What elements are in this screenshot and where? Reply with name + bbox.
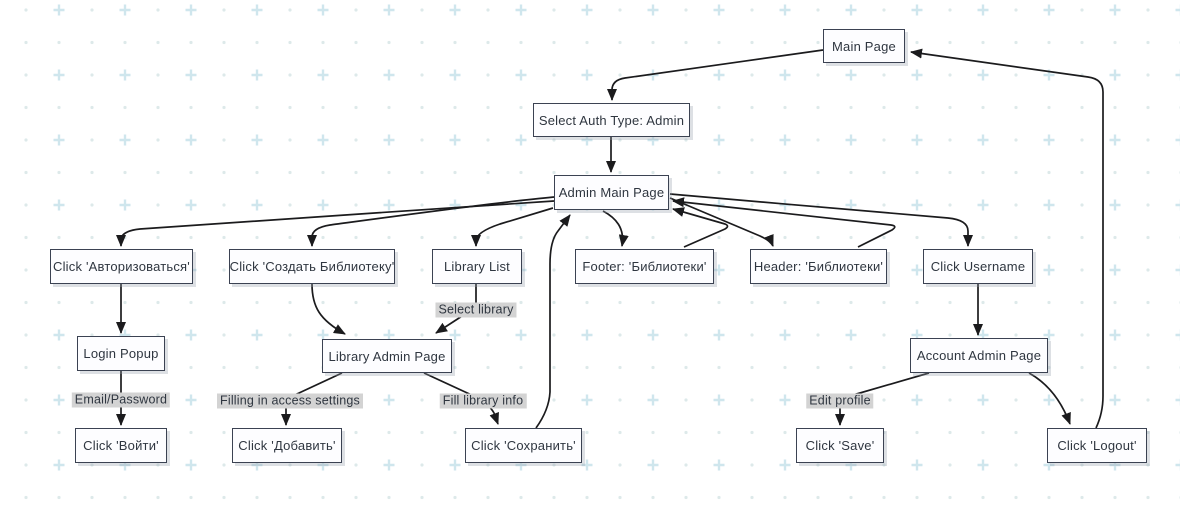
node-click-sohranit: Click 'Сохранить'	[465, 428, 582, 463]
edge-label-fill-library-info: Fill library info	[439, 393, 527, 409]
node-click-dobavit: Click 'Добавить'	[232, 428, 342, 463]
edge-header-to-admin-main	[672, 197, 896, 248]
node-footer-libraries: Footer: 'Библиотеки'	[575, 249, 714, 284]
node-click-create-library: Click 'Создать Библиотеку'	[229, 249, 395, 284]
node-select-auth-type: Select Auth Type: Admin	[533, 103, 690, 137]
edge-label-edit-profile: Edit profile	[806, 393, 874, 409]
edge-sohranit-to-admin-main	[535, 214, 571, 429]
edge-logout-to-main-page	[910, 48, 1104, 429]
edge-click-create-to-library-admin	[311, 283, 346, 335]
node-header-libraries: Header: 'Библиотеки'	[750, 249, 887, 284]
edge-footer-to-admin-main	[672, 207, 729, 248]
node-login-popup: Login Popup	[77, 336, 165, 371]
edge-label-filling-access: Filling in access settings	[217, 393, 363, 409]
edge-main-page-to-select-auth	[607, 49, 824, 101]
node-click-username: Click Username	[923, 249, 1033, 284]
edge-account-to-click-logout	[1028, 372, 1071, 425]
node-library-list: Library List	[432, 249, 522, 284]
edge-admin-main-to-click-username	[669, 193, 973, 247]
node-click-logout: Click 'Logout'	[1047, 428, 1147, 463]
node-main-page: Main Page	[823, 29, 905, 63]
edge-label-select-library: Select library	[435, 302, 517, 318]
node-click-authorize: Click 'Авторизоваться'	[50, 249, 193, 284]
edge-admin-main-to-footer	[602, 210, 629, 247]
edge-admin-main-to-click-create	[307, 196, 555, 247]
node-click-voiti: Click 'Войти'	[75, 428, 167, 463]
edge-label-email-password: Email/Password	[71, 392, 171, 408]
node-click-save: Click 'Save'	[796, 428, 884, 463]
node-library-admin-page: Library Admin Page	[322, 339, 452, 373]
node-admin-main-page: Admin Main Page	[554, 175, 669, 210]
node-account-admin-page: Account Admin Page	[910, 338, 1048, 373]
edge-admin-main-to-header	[669, 197, 774, 247]
edge-admin-main-to-library-list	[471, 207, 554, 247]
